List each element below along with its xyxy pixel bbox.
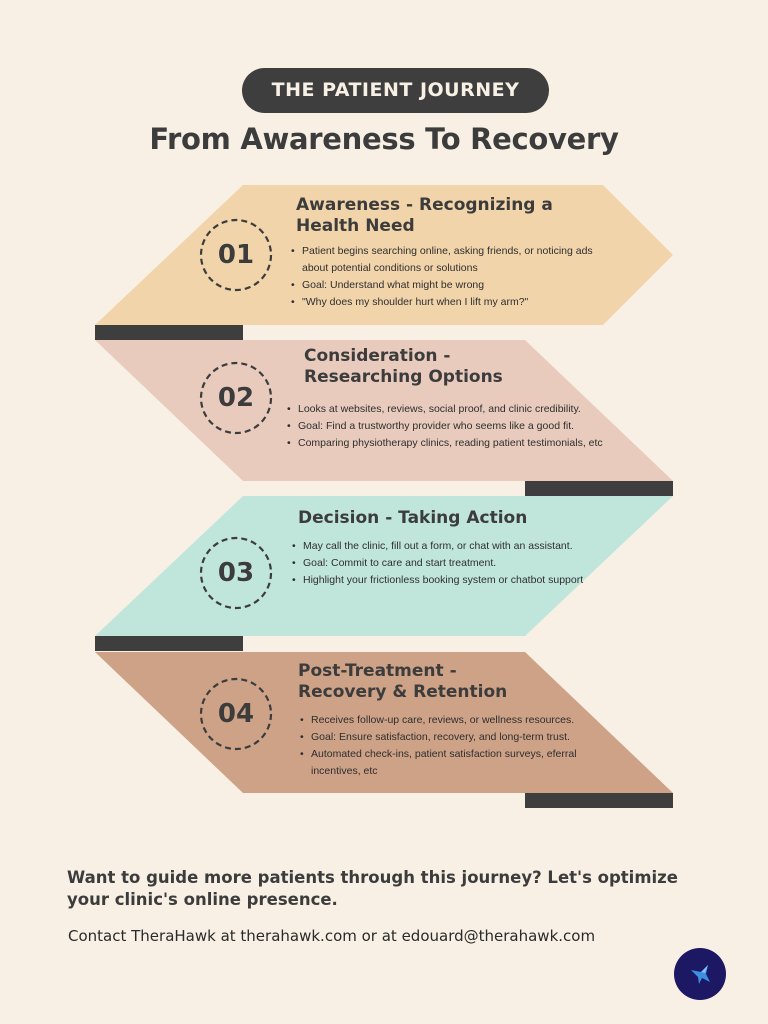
list-item: Goal: Ensure satisfaction, recovery, and… (300, 729, 621, 746)
step-3-circle (199, 536, 273, 610)
step-4-title: Post-Treatment - Recovery & Retention (298, 661, 628, 703)
list-item: Goal: Commit to care and start treatment… (292, 555, 618, 572)
step-1-title-line-1: Awareness - Recognizing a (296, 195, 553, 215)
step-1-number: 01 (217, 240, 255, 270)
list-item: Receives follow-up care, reviews, or wel… (300, 712, 621, 729)
list-item: May call the clinic, fill out a form, or… (292, 538, 618, 555)
step-3-bullets: May call the clinic, fill out a form, or… (289, 538, 618, 589)
step-4-title-line-2: Recovery & Retention (298, 682, 508, 702)
step-1-bullets: Patient begins searching online, asking … (288, 243, 617, 311)
list-item: Automated check-ins, patient satisfactio… (300, 746, 621, 780)
step-2-circle (199, 361, 273, 435)
step-2-underbar (525, 481, 673, 496)
contact-line: Contact TheraHawk at therahawk.com or at… (68, 927, 596, 945)
header-pill: THE PATIENT JOURNEY (242, 68, 549, 113)
page-title: From Awareness To Recovery (149, 122, 619, 156)
therahawk-logo[interactable] (674, 948, 726, 1000)
step-2-title-line-1: Consideration - (304, 346, 451, 366)
step-1-title-line-2: Health Need (296, 216, 415, 236)
list-item: Highlight your frictionless booking syst… (292, 572, 618, 589)
step-4-title-line-1: Post-Treatment - (298, 661, 457, 681)
step-3-title: Decision - Taking Action (298, 508, 628, 529)
step-4-number: 04 (217, 699, 255, 729)
list-item: Patient begins searching online, asking … (291, 243, 617, 277)
step-4-bullets: Receives follow-up care, reviews, or wel… (297, 712, 621, 780)
step-3-title-line-1: Decision - Taking Action (298, 508, 528, 528)
list-item: Looks at websites, reviews, social proof… (287, 401, 628, 418)
step-2-bullets: Looks at websites, reviews, social proof… (284, 401, 628, 452)
step-1-underbar (95, 325, 243, 340)
hawk-icon (691, 965, 710, 984)
call-to-action: Want to guide more patients through this… (67, 868, 678, 909)
step-1-title: Awareness - Recognizing a Health Need (296, 195, 626, 237)
step-4-underbar (525, 793, 673, 808)
list-item: Comparing physiotherapy clinics, reading… (287, 435, 628, 452)
step-4-circle (199, 677, 273, 751)
step-2-title: Consideration - Researching Options (304, 346, 634, 388)
list-item: Goal: Find a trustworthy provider who se… (287, 418, 628, 435)
list-item: Goal: Understand what might be wrong (291, 277, 617, 294)
step-3-underbar (95, 636, 243, 651)
list-item: "Why does my shoulder hurt when I lift m… (291, 294, 617, 311)
step-2-title-line-2: Researching Options (304, 367, 503, 387)
step-2-number: 02 (217, 383, 255, 413)
step-3-number: 03 (217, 558, 255, 588)
step-1-circle (199, 218, 273, 292)
